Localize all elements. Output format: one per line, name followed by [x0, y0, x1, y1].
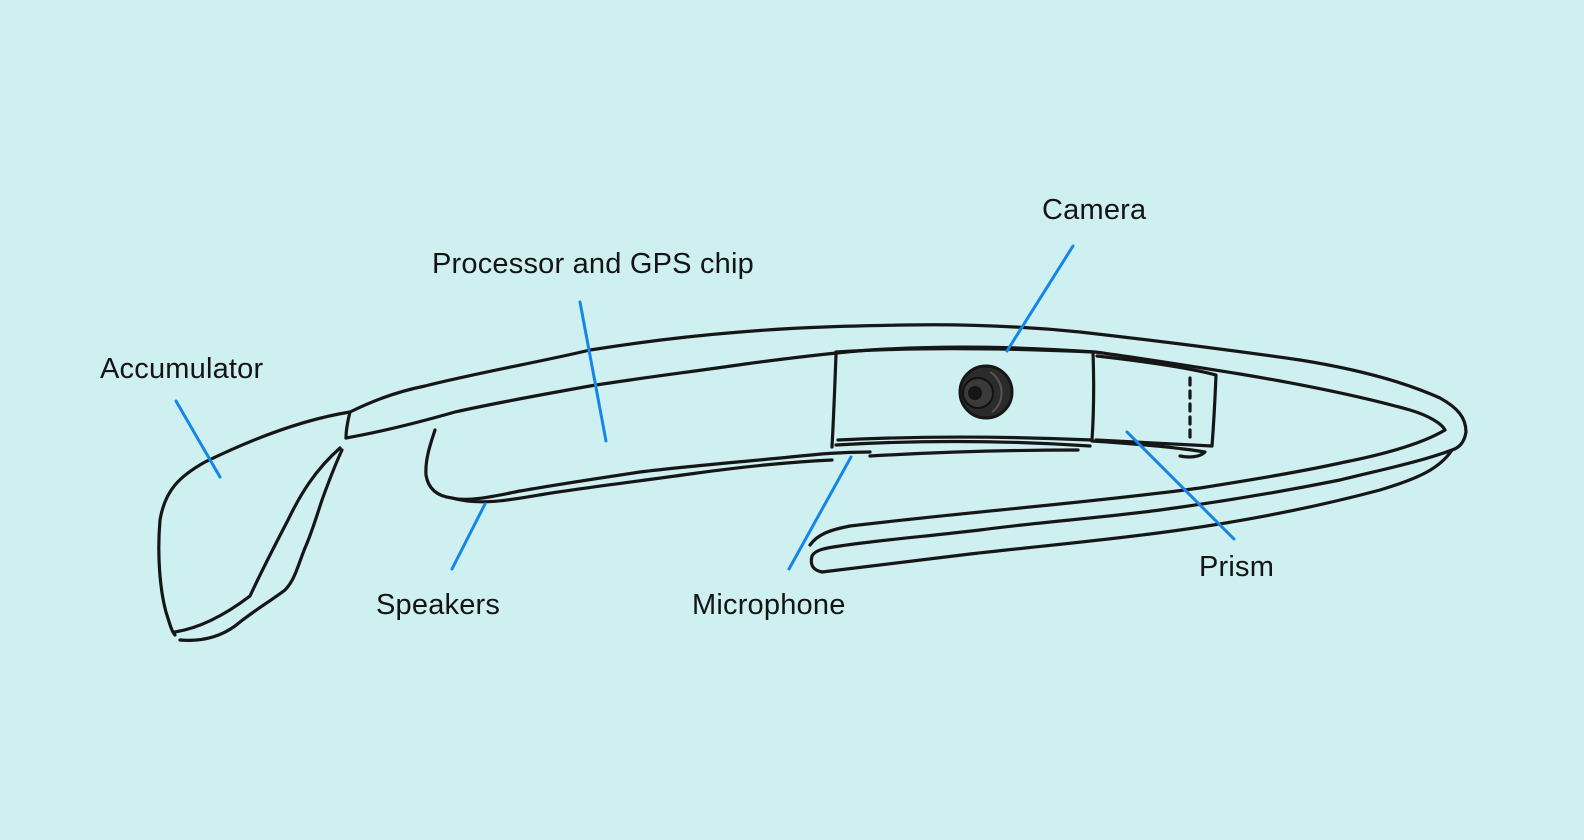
prism-block — [1094, 354, 1218, 448]
arm-inner-edge — [344, 345, 1447, 440]
arm-bottom-lower-edge — [450, 458, 834, 504]
leader-lines — [174, 244, 1236, 571]
arm-joint — [344, 410, 352, 440]
accumulator-label: Accumulator — [100, 353, 264, 385]
accumulator-pod-bottom — [178, 448, 344, 642]
speakers-label: Speakers — [376, 589, 501, 621]
camera-housing — [830, 347, 1096, 449]
camera-leader — [1005, 244, 1075, 353]
arm-bottom-edge — [424, 428, 872, 501]
processor-label: Processor and GPS chip — [432, 248, 754, 280]
accumulator-pod-outline — [157, 410, 352, 637]
microphone-leader — [787, 455, 853, 571]
arm-top-edge — [348, 323, 1468, 452]
frame-lower-loop-bottom — [820, 448, 1454, 574]
prism-label: Prism — [1199, 551, 1275, 583]
prism-leader — [1125, 430, 1236, 541]
camera-label: Camera — [1042, 194, 1147, 226]
camera-lens-icon — [958, 364, 1014, 420]
frame-lower-loop — [809, 448, 1454, 574]
prism-base — [1090, 439, 1207, 459]
microphone-label: Microphone — [692, 589, 846, 621]
processor-leader — [578, 300, 608, 443]
camera-housing-lower — [834, 439, 1092, 458]
speakers-leader — [450, 502, 487, 571]
accumulator-leader — [174, 399, 222, 479]
glasses-outline — [157, 323, 1468, 642]
frame-lower-loop-inner — [808, 428, 1447, 547]
accumulator-pod-inner — [173, 446, 342, 634]
